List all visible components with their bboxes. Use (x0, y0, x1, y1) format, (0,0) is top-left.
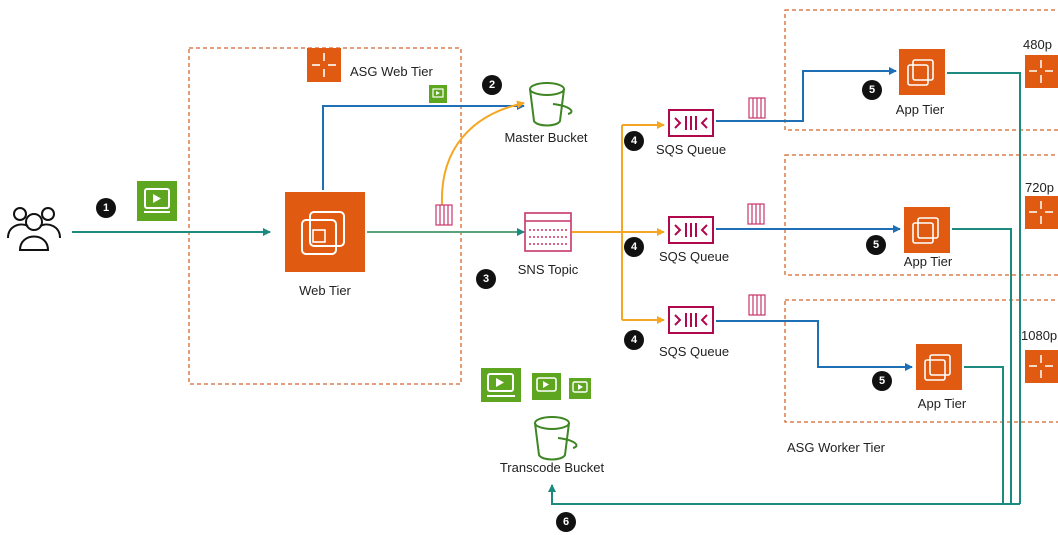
step-badge-4c: 4 (624, 330, 644, 350)
users-icon (7, 207, 61, 251)
transcoded-media-icon-medium (532, 373, 561, 400)
sqs-queue-icon-2 (668, 216, 714, 244)
sqs-queue-icon-3 (668, 306, 714, 334)
transcoded-media-icon-large (481, 368, 521, 402)
web-tier-label: Web Tier (299, 283, 351, 298)
sns-topic-label: SNS Topic (517, 262, 579, 277)
sns-topic-icon (524, 212, 572, 252)
message-icon-q2 (747, 203, 765, 225)
arrows (72, 67, 1021, 505)
message-icon-q1 (748, 97, 766, 119)
resolution-label-720p: 720p (1025, 180, 1054, 195)
app-tier-label-480p: App Tier (895, 102, 945, 117)
message-icon-q3 (748, 294, 766, 316)
sqs-queue-label-3: SQS Queue (658, 344, 730, 359)
transcode-bucket-label: Transcode Bucket (499, 460, 605, 475)
app-tier-ec2-icon-1080p (916, 344, 962, 390)
resolution-label-480p: 480p (1023, 37, 1052, 52)
step-badge-2: 2 (482, 75, 502, 95)
arrow-sqs3-to-app-1080p (716, 320, 913, 371)
sqs-queue-icon-1 (668, 109, 714, 137)
app-tier-label-720p: App Tier (903, 254, 953, 269)
app-tier-ec2-icon-720p (904, 207, 950, 253)
message-icon-web (435, 204, 453, 226)
arrow-to-transcode-bucket (548, 484, 1020, 505)
asg-worker-group-1080p (784, 299, 1058, 423)
resolution-label-1080p: 1080p (1021, 328, 1058, 343)
step-badge-4b: 4 (624, 237, 644, 257)
sqs-queue-label-1: SQS Queue (655, 142, 727, 157)
sqs-queue-label-2: SQS Queue (658, 249, 730, 264)
step-badge-6: 6 (556, 512, 576, 532)
transcode-bucket-icon (534, 416, 578, 461)
asg-web-tier-label: ASG Web Tier (350, 64, 433, 79)
asg-worker-icon-480p (1025, 55, 1058, 88)
small-media-icon (429, 85, 447, 103)
step-badge-4a: 4 (624, 131, 644, 151)
arrow-app-480p-return (947, 72, 1021, 504)
arrow-app-1080p-return (964, 366, 1004, 504)
asg-worker-icon-720p (1025, 196, 1058, 229)
asg-worker-group-480p (784, 9, 1058, 131)
asg-worker-icon-1080p (1025, 350, 1058, 383)
step-badge-5a: 5 (862, 80, 882, 100)
media-file-icon (137, 181, 177, 221)
asg-worker-group-720p (784, 154, 1058, 276)
asg-web-tier-icon (307, 48, 341, 82)
transcoded-media-icon-small (569, 378, 591, 399)
app-tier-ec2-icon-480p (899, 49, 945, 95)
app-tier-label-1080p: App Tier (917, 396, 967, 411)
arrow-sqs1-to-app-480p (716, 67, 897, 122)
step-badge-5b: 5 (866, 235, 886, 255)
master-bucket-icon (529, 82, 573, 127)
master-bucket-label: Master Bucket (504, 130, 588, 145)
asg-worker-tier-label: ASG Worker Tier (787, 440, 886, 455)
arrow-master-to-web-curve (440, 100, 525, 206)
step-badge-3: 3 (476, 269, 496, 289)
arrow-app-720p-return (952, 228, 1012, 504)
web-tier-ec2-icon (285, 192, 365, 272)
step-badge-5c: 5 (872, 371, 892, 391)
arrow-web-to-master-bucket (322, 102, 525, 190)
step-badge-1: 1 (96, 198, 116, 218)
